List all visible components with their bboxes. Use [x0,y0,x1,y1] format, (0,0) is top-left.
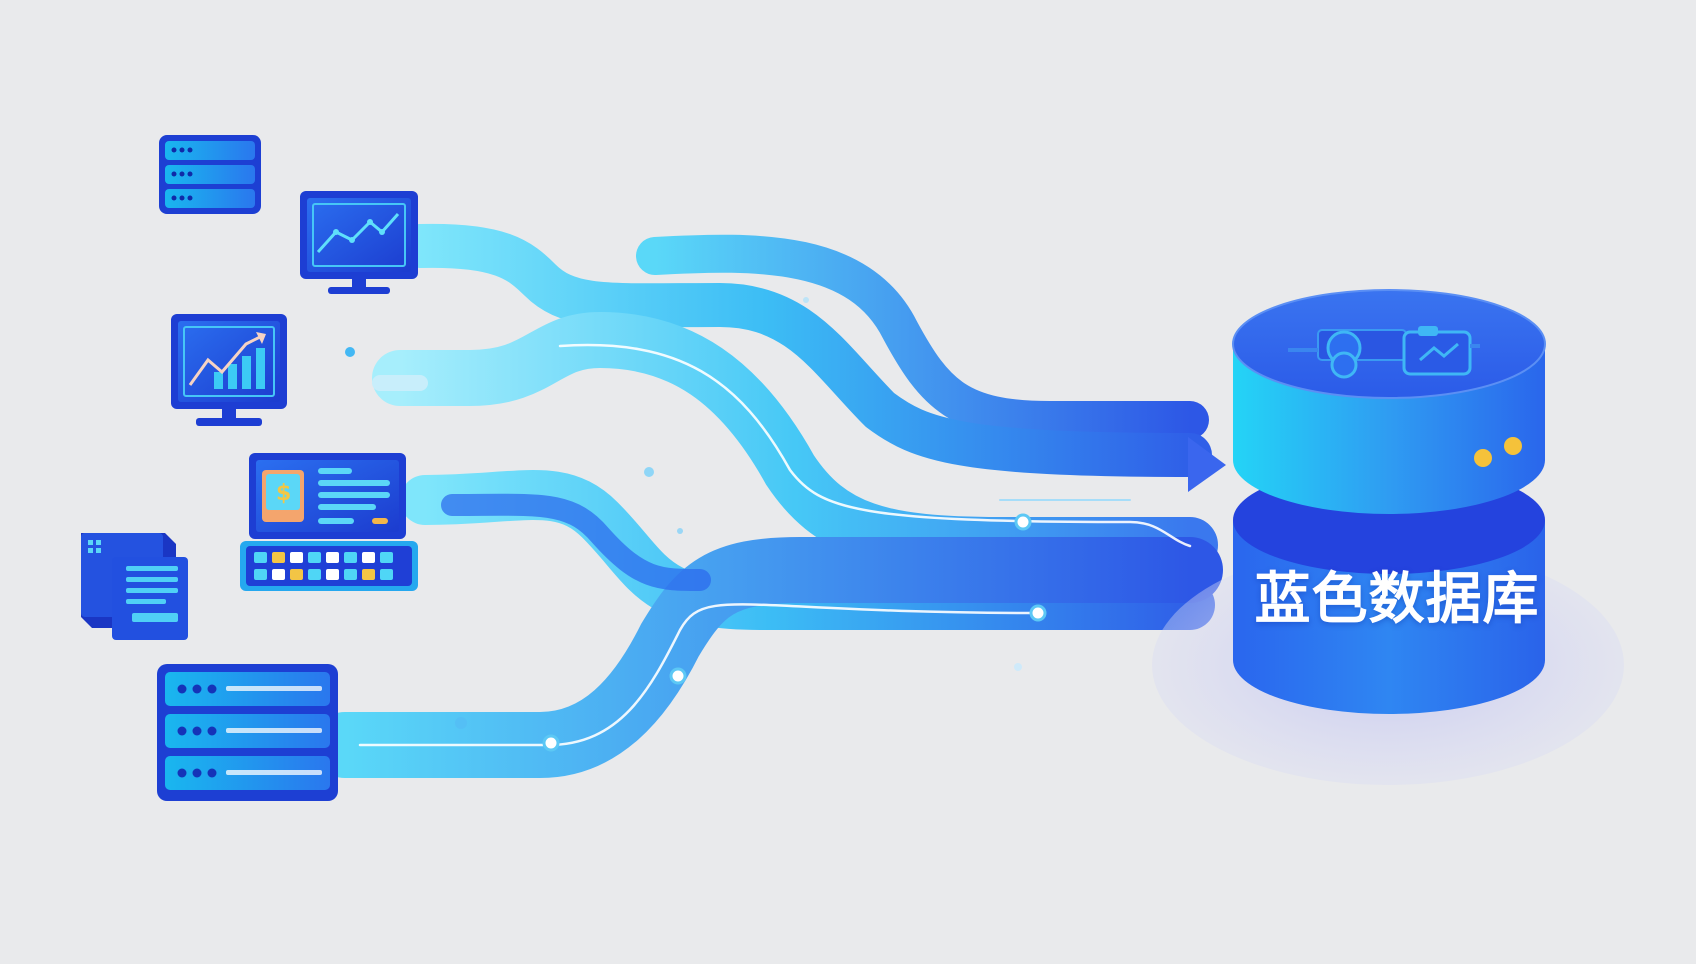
floating-dashes [372,375,966,681]
particle [803,297,809,303]
particle [644,467,654,477]
particle [1014,663,1022,671]
status-light [1504,437,1522,455]
particle [677,528,683,534]
particle [455,717,467,729]
particle [345,347,355,357]
tracer-dot [1014,513,1032,531]
tracer-dot [669,667,687,685]
flow-stream-monitor [398,223,1212,477]
flow-stream-bottom [312,537,1223,778]
server-rack-icon [159,135,261,214]
line-chart-monitor-icon [300,191,418,294]
database-cylinder [1152,289,1624,785]
bar-chart-monitor-icon [171,314,287,426]
document-stack-icon [81,533,188,640]
tracer-line-1 [558,343,1192,548]
flow-stream-wide [372,311,1218,573]
database-top-icons [1288,326,1480,379]
tracer-dots [542,513,1047,752]
laptop-dashboard-icon: $ [240,453,418,591]
flow-stream-thin [441,493,711,591]
tracer-dot [542,734,560,752]
status-light [1474,449,1492,467]
svg-text:$: $ [276,481,291,506]
tracer-line-2 [358,603,1042,747]
tracer-dot [1029,604,1047,622]
arrow-head [1188,437,1226,492]
flow-stream-top-arc [636,234,1209,439]
server-rack-icon [157,664,338,801]
flow-streams [312,223,1223,778]
database-label: 蓝色数据库 [1254,567,1540,632]
particles [345,297,1022,729]
